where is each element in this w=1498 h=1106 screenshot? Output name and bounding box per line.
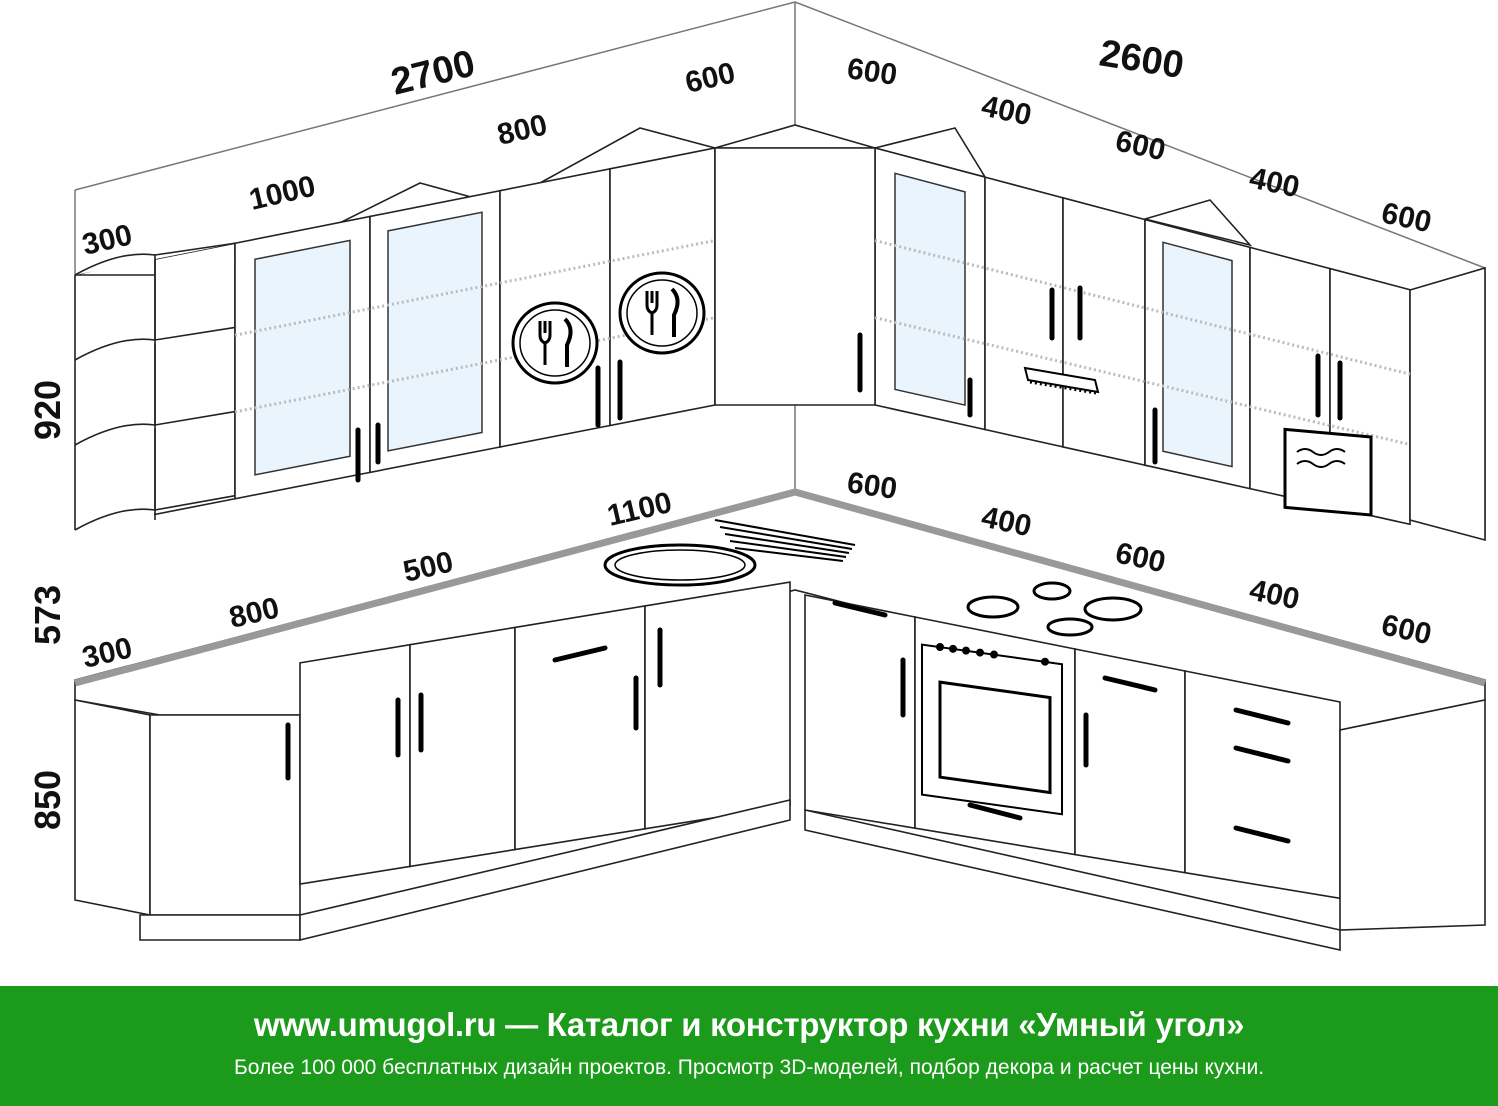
dim-upper-right: 600 xyxy=(1113,125,1169,168)
upper-cabinets xyxy=(74,124,1486,542)
fork xyxy=(538,321,552,365)
shelf-line xyxy=(234,239,716,337)
shelf-line xyxy=(234,316,716,414)
dim-height-upper: 920 xyxy=(27,380,68,440)
drainer-line xyxy=(724,533,850,554)
drawer-handle xyxy=(1233,745,1291,764)
dim-base-right: 600 xyxy=(1379,609,1435,652)
kitchen-drawing: 2700 2600 300 1000 800 600 600 400 600 4… xyxy=(27,1,1486,951)
oven-window xyxy=(938,680,1052,795)
cutlery-plate-icon xyxy=(511,301,599,385)
plinth xyxy=(139,914,301,941)
base-cabinet-door xyxy=(1184,670,1341,900)
open-shelf xyxy=(74,326,236,361)
sink xyxy=(603,543,757,587)
upper-cabinet-door xyxy=(1062,196,1146,467)
drainer-line xyxy=(729,540,847,558)
dim-upper-left: 600 xyxy=(682,56,738,99)
dim-upper-right: 600 xyxy=(1379,197,1435,240)
dim-base-right: 400 xyxy=(1247,574,1303,617)
oven-knob xyxy=(936,643,944,651)
base-cabinet-door xyxy=(149,714,301,916)
base-cabinet-door xyxy=(804,594,916,830)
drawer-handle xyxy=(832,600,888,618)
corner-cabinet-top xyxy=(714,124,876,149)
dim-upper-right: 600 xyxy=(845,52,899,92)
hob-burner xyxy=(1083,596,1143,622)
plinth xyxy=(299,798,791,942)
dim-total-left: 2700 xyxy=(387,43,479,104)
oven-knob xyxy=(949,644,957,653)
microwave-waves xyxy=(1296,448,1346,468)
dim-base-right: 400 xyxy=(979,501,1035,544)
shelf-line xyxy=(874,239,1411,376)
drainer-line xyxy=(714,519,856,546)
footer-banner: www.umugol.ru — Каталог и конструктор ку… xyxy=(0,986,1498,1106)
dim-base-right: 600 xyxy=(845,466,899,506)
glass-panel xyxy=(387,211,483,452)
base-cabinet-door xyxy=(299,643,411,885)
dim-upper-right: 400 xyxy=(1247,162,1303,205)
drawer-handle xyxy=(1102,675,1158,693)
glass-panel xyxy=(1162,241,1233,468)
cutlery-plate-icon xyxy=(618,271,706,355)
plate xyxy=(511,301,599,385)
dim-height-base: 850 xyxy=(27,770,68,830)
glass-panel xyxy=(254,239,351,476)
sink-bowl xyxy=(614,549,746,581)
oven-knob xyxy=(962,646,970,655)
footer-subtitle: Более 100 000 бесплатных дизайн проектов… xyxy=(233,1056,1265,1079)
dim-upper-left: 800 xyxy=(494,108,550,151)
oven-knob xyxy=(990,650,998,659)
dim-total-right: 2600 xyxy=(1097,32,1187,87)
drawer-handle xyxy=(1233,825,1291,844)
corner-base-side xyxy=(74,699,151,916)
drawer-handle xyxy=(552,645,608,663)
oven xyxy=(921,643,1063,816)
shelf-line xyxy=(874,316,1411,447)
plinth xyxy=(804,809,1341,951)
drainer-line xyxy=(734,547,844,562)
dim-upper-right: 400 xyxy=(979,90,1035,133)
base-cabinet-door xyxy=(644,581,791,830)
drawer-handle xyxy=(1233,707,1291,726)
footer-title[interactable]: www.umugol.ru — Каталог и конструктор ку… xyxy=(253,1006,1245,1043)
plate xyxy=(618,271,706,355)
base-cabinet-side xyxy=(1339,699,1486,931)
upper-cabinet-door xyxy=(154,242,236,516)
dim-height-apron: 573 xyxy=(27,585,68,645)
appliances xyxy=(603,366,1373,816)
microwave xyxy=(1283,427,1373,517)
hob-burner xyxy=(966,595,1020,619)
knife xyxy=(670,287,680,337)
range-hood xyxy=(1023,366,1100,394)
base-cabinet-door xyxy=(514,605,646,851)
drawer-handle xyxy=(967,802,1023,821)
plate-rim xyxy=(626,279,698,347)
dim-base-right: 600 xyxy=(1113,537,1169,580)
drainer-line xyxy=(719,526,853,550)
cabinet-side xyxy=(1409,266,1486,542)
knife xyxy=(563,317,573,367)
fork xyxy=(645,291,659,335)
dim-upper-left: 1000 xyxy=(246,170,318,217)
base-cabinet-door xyxy=(409,626,516,868)
oven-knob xyxy=(1041,657,1049,666)
hood-vent xyxy=(1029,380,1097,395)
corner-cabinet-door xyxy=(714,147,876,406)
glass-panel xyxy=(894,172,966,407)
hob-burner xyxy=(1046,617,1094,637)
hob-burner xyxy=(1032,581,1072,601)
oven-knob xyxy=(976,648,984,657)
cabinet-top xyxy=(1141,199,1253,247)
plate-rim xyxy=(519,309,591,377)
backsplash-edge xyxy=(74,488,1486,687)
